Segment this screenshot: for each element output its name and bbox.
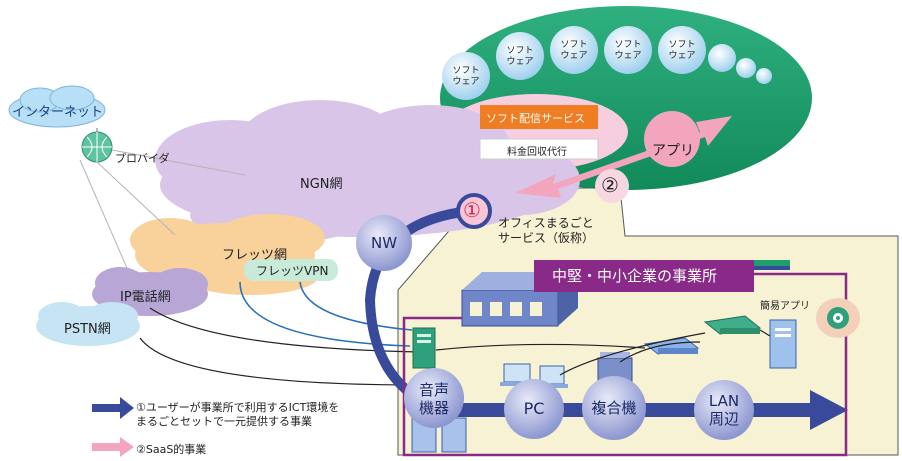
- legend-arrow-navy: [92, 397, 134, 419]
- legend-item-1: ①ユーザーが事業所で利用するICT環境をまるごとセットで一元提供する事業: [136, 401, 340, 428]
- software-1-label: ソフトウェア: [452, 66, 480, 87]
- office-service-label: オフィスまるごとサービス（仮称）: [498, 216, 595, 245]
- lan-ball: [694, 380, 754, 440]
- flets-vpn-label: フレッツVPN: [256, 264, 329, 278]
- ip-phone-label: IP電話網: [120, 290, 171, 305]
- software-4-label: ソフトウェア: [614, 40, 642, 61]
- software-5-label: ソフトウェア: [668, 40, 696, 61]
- saas-arrow: [515, 111, 732, 198]
- nw-ball: [356, 215, 412, 271]
- pstn-label: PSTN網: [64, 322, 111, 337]
- software-bubble-2: [496, 32, 544, 80]
- office-title-banner: [534, 260, 754, 292]
- legend-arrow-pink: [92, 437, 134, 457]
- ngn-cloud: [155, 100, 580, 243]
- voice-device-label: 音声機器: [418, 381, 449, 417]
- flets-label: フレッツ網: [222, 248, 288, 263]
- app-server-icon: [769, 319, 797, 369]
- internet-cloud: [8, 85, 106, 128]
- pc-ball: [504, 379, 564, 439]
- app-label: アプリ: [652, 143, 694, 159]
- app-disc-icon: [816, 298, 860, 338]
- marker-two: [595, 169, 629, 203]
- billing-label: 料金回収代行: [507, 147, 567, 158]
- distribution-box: [480, 105, 598, 129]
- marker-one-label: ①: [463, 198, 481, 222]
- distribution-label: ソフト配信サービス: [486, 112, 585, 125]
- marker-two-label: ②: [601, 173, 619, 197]
- voice-device-ball: [404, 368, 464, 428]
- switch-icon: [703, 315, 762, 335]
- simple-app-label: 簡易アプリ: [760, 301, 810, 312]
- internet-label: インターネット: [12, 105, 104, 120]
- flets-vpn-box: [244, 259, 338, 281]
- server-tower-icon: [412, 327, 436, 369]
- ngn-label: NGN網: [300, 177, 343, 192]
- marker-one: [456, 193, 492, 229]
- nw-label: NW: [370, 234, 398, 252]
- software-bubble-1: [442, 52, 490, 100]
- software-bubble-3: [550, 26, 598, 74]
- mfp-label: 複合機: [591, 399, 637, 417]
- pstn-cloud: [36, 302, 140, 346]
- legend-item-2: ②SaaS的事業: [136, 443, 207, 456]
- pc-label: PC: [523, 399, 545, 418]
- mfp-ball: [582, 376, 646, 440]
- software-3-label: ソフトウェア: [560, 40, 588, 61]
- office-title: 中堅・中小企業の事業所: [552, 267, 718, 285]
- software-bubble-5: [658, 26, 706, 74]
- software-2-label: ソフトウェア: [506, 46, 534, 67]
- provider-label: プロバイダ: [115, 152, 170, 165]
- billing-box: [479, 138, 599, 160]
- software-bubble-4: [604, 26, 652, 74]
